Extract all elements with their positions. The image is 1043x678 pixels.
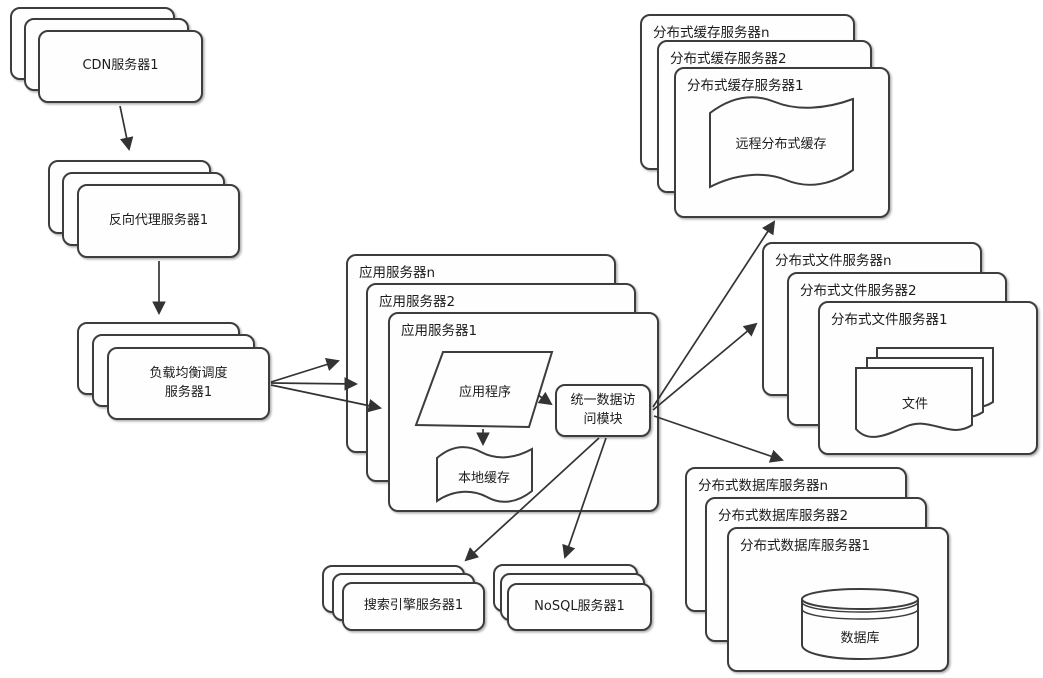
search-server-box: 搜索引擎服务器1 (342, 582, 485, 631)
cache-server-2-label: 分布式缓存服务器2 (670, 51, 787, 67)
edge-module-to-file (652, 322, 758, 411)
data-access-module-label-line1: 统一数据访 (570, 393, 636, 409)
files-label: 文件 (901, 397, 928, 412)
edge-lb-to-app-n (270, 357, 340, 383)
load-balancer-box: 负载均衡调度 服务器1 (107, 347, 270, 420)
file-server-1-box: 分布式文件服务器1 (818, 301, 1038, 455)
cdn-server-box: CDN服务器1 (38, 30, 203, 103)
load-balancer-label-line1: 负载均衡调度 (149, 365, 228, 381)
edge-module-to-cache (652, 220, 776, 408)
edge-module-to-db (653, 415, 784, 463)
db-server-1-box: 分布式数据库服务器1 (727, 527, 949, 672)
cache-server-1-label: 分布式缓存服务器1 (687, 78, 804, 94)
nosql-server-label: NoSQL服务器1 (534, 598, 625, 614)
cdn-server-label: CDN服务器1 (82, 58, 159, 74)
database-label: 数据库 (840, 631, 880, 646)
edge-cdn-to-proxy (119, 105, 134, 151)
local-cache-label: 本地缓存 (457, 471, 510, 486)
app-server-1-label: 应用服务器1 (401, 323, 478, 339)
app-server-n-label: 应用服务器n (359, 265, 436, 281)
edge-lb-to-app-2 (270, 377, 359, 391)
nosql-server-box: NoSQL服务器1 (507, 583, 652, 631)
cache-server-n-label: 分布式缓存服务器n (653, 25, 770, 41)
file-server-2-label: 分布式文件服务器2 (800, 283, 917, 299)
remote-cache-label: 远程分布式缓存 (735, 137, 827, 152)
reverse-proxy-box: 反向代理服务器1 (77, 184, 240, 258)
search-server-label: 搜索引擎服务器1 (363, 598, 464, 614)
load-balancer-label-line2: 服务器1 (164, 384, 213, 400)
db-server-2-label: 分布式数据库服务器2 (718, 508, 849, 524)
db-server-n-label: 分布式数据库服务器n (698, 478, 829, 494)
data-access-module-box: 统一数据访 问模块 (555, 384, 651, 437)
file-server-1-label: 分布式文件服务器1 (831, 312, 948, 328)
db-server-1-label: 分布式数据库服务器1 (740, 538, 871, 554)
file-server-n-label: 分布式文件服务器n (775, 253, 892, 269)
data-access-module-label-line2: 问模块 (583, 411, 623, 427)
reverse-proxy-label: 反向代理服务器1 (108, 212, 209, 228)
app-server-2-label: 应用服务器2 (379, 294, 456, 310)
application-label: 应用程序 (458, 385, 511, 400)
